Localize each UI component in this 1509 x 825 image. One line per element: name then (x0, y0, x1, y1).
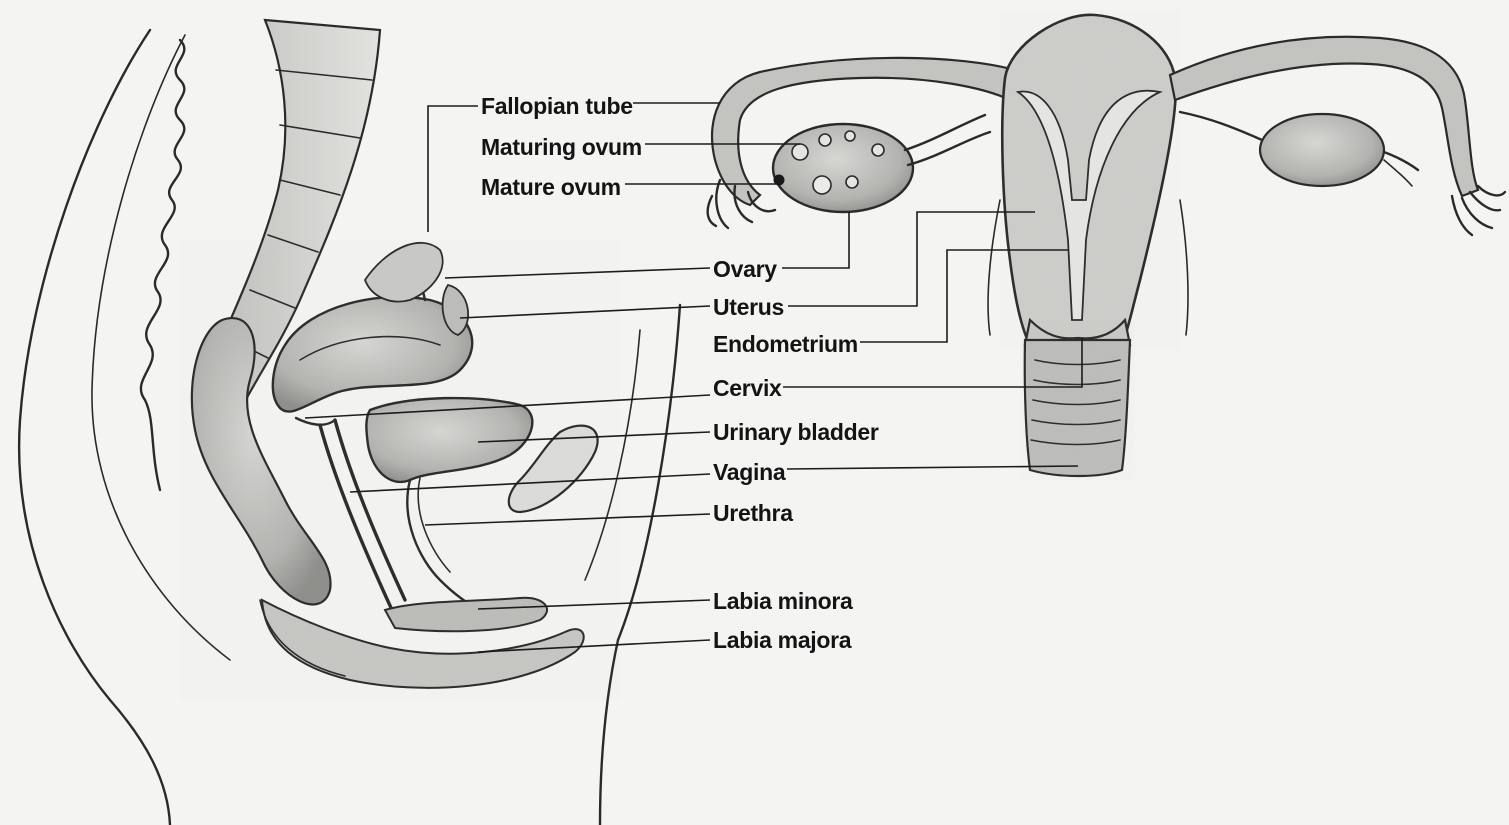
label-mature-ovum: Mature ovum (481, 174, 621, 200)
spinal-canal (141, 40, 184, 490)
label-maturing-ovum: Maturing ovum (481, 134, 642, 160)
label-cervix: Cervix (713, 375, 782, 401)
label-urinary-bladder: Urinary bladder (713, 419, 879, 445)
label-urethra: Urethra (713, 500, 793, 526)
label-labia-minora: Labia minora (713, 588, 853, 614)
label-uterus: Uterus (713, 294, 784, 320)
label-ovary: Ovary (713, 256, 777, 282)
label-fallopian-tube: Fallopian tube (481, 93, 633, 119)
ovary-left (773, 124, 913, 212)
label-vagina: Vagina (713, 459, 786, 485)
label-labia-majora: Labia majora (713, 627, 852, 653)
ovary-right (1260, 114, 1384, 186)
frontal-view (708, 10, 1505, 480)
body-outline-back (19, 30, 170, 825)
label-endometrium: Endometrium (713, 331, 858, 357)
